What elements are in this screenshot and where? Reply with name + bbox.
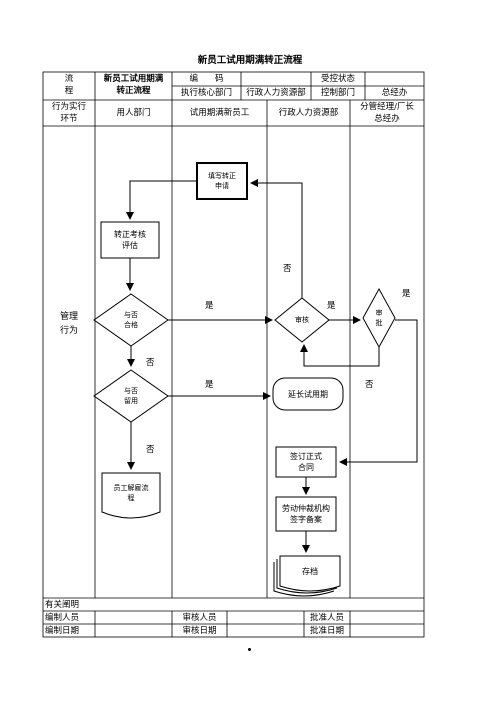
control-status-label: 受控状态 xyxy=(320,74,355,84)
lane-header-hr: 行政人力资源部 xyxy=(278,108,339,118)
lane-header-management: 分管经理/厂长总经办 xyxy=(360,102,414,124)
flow-arrows xyxy=(126,179,418,553)
management-behavior-label: 管理行为 xyxy=(59,312,78,336)
arrow-apply-to-assess xyxy=(126,180,197,220)
notes-label: 有关阐明 xyxy=(45,600,80,610)
archive-doc-shadow-1 xyxy=(276,559,338,594)
approve-date-label: 批准日期 xyxy=(309,626,344,636)
approver-label: 批准人员 xyxy=(309,613,344,623)
control-dept-label: 控制部门 xyxy=(320,88,355,98)
page-dot xyxy=(248,648,251,651)
lane-header-hiring-dept: 用人部门 xyxy=(116,108,151,118)
process-name-label: 流程 xyxy=(64,74,74,96)
edge-label-hr-yes: 是 xyxy=(327,301,336,311)
edge-label-extend-no: 否 xyxy=(146,445,155,455)
archive-doc xyxy=(279,555,341,592)
edge-label-qualified-no: 否 xyxy=(146,358,155,368)
extend-trial-node: 延长试用期 xyxy=(288,389,328,399)
author-date-label: 编制日期 xyxy=(45,626,80,636)
fill-application-node: 填写转正申请 xyxy=(208,172,236,190)
archive-node: 存档 xyxy=(302,566,318,576)
stage-column-header: 行为实行环节 xyxy=(51,102,86,124)
exec-dept-value: 行政人力资源部 xyxy=(246,88,306,98)
approve-decision: 审批 xyxy=(375,309,383,327)
edge-label-approve-yes: 是 xyxy=(402,289,411,299)
code-label: 编 码 xyxy=(189,74,224,84)
author-label: 编制人员 xyxy=(45,613,80,623)
control-dept-value: 总经办 xyxy=(381,88,408,98)
hr-review-diamond xyxy=(274,297,330,343)
edge-label-extend-yes: 是 xyxy=(205,380,214,390)
lane-header-new-employee: 试用期满新员工 xyxy=(189,108,250,118)
arrow-review-to-apply xyxy=(250,179,303,298)
extend-decision: 与否留用 xyxy=(124,387,138,405)
sign-contract-node: 签订正式合同 xyxy=(290,452,322,472)
table-grid xyxy=(42,71,425,638)
document-title: 新员工试用期满转正流程 xyxy=(197,55,303,66)
assessment-node: 转正考核评估 xyxy=(114,230,146,250)
hr-review-decision: 审核 xyxy=(295,315,309,324)
exec-dept-label: 执行核心部门 xyxy=(180,88,232,98)
arrow-approve-yes xyxy=(339,319,418,466)
review-date-label: 审核日期 xyxy=(182,626,217,636)
dismiss-doc xyxy=(101,472,161,519)
edge-label-approve-no: 否 xyxy=(365,380,374,390)
dismiss-node: 员工解雇流程 xyxy=(113,484,149,502)
labor-filing-node: 劳动仲裁机构签字备案 xyxy=(282,504,330,524)
edge-label-qualified-yes: 是 xyxy=(205,301,214,311)
archive-doc-shadow-2 xyxy=(273,562,335,597)
edge-label-review-no: 否 xyxy=(283,264,292,274)
reviewer-label: 审核人员 xyxy=(182,613,217,623)
arrow-approve-no xyxy=(300,344,380,367)
qualified-decision: 与否合格 xyxy=(124,311,138,329)
extend-trial-box xyxy=(272,377,344,411)
process-name-value: 新员工试用期满转正流程 xyxy=(103,74,164,96)
